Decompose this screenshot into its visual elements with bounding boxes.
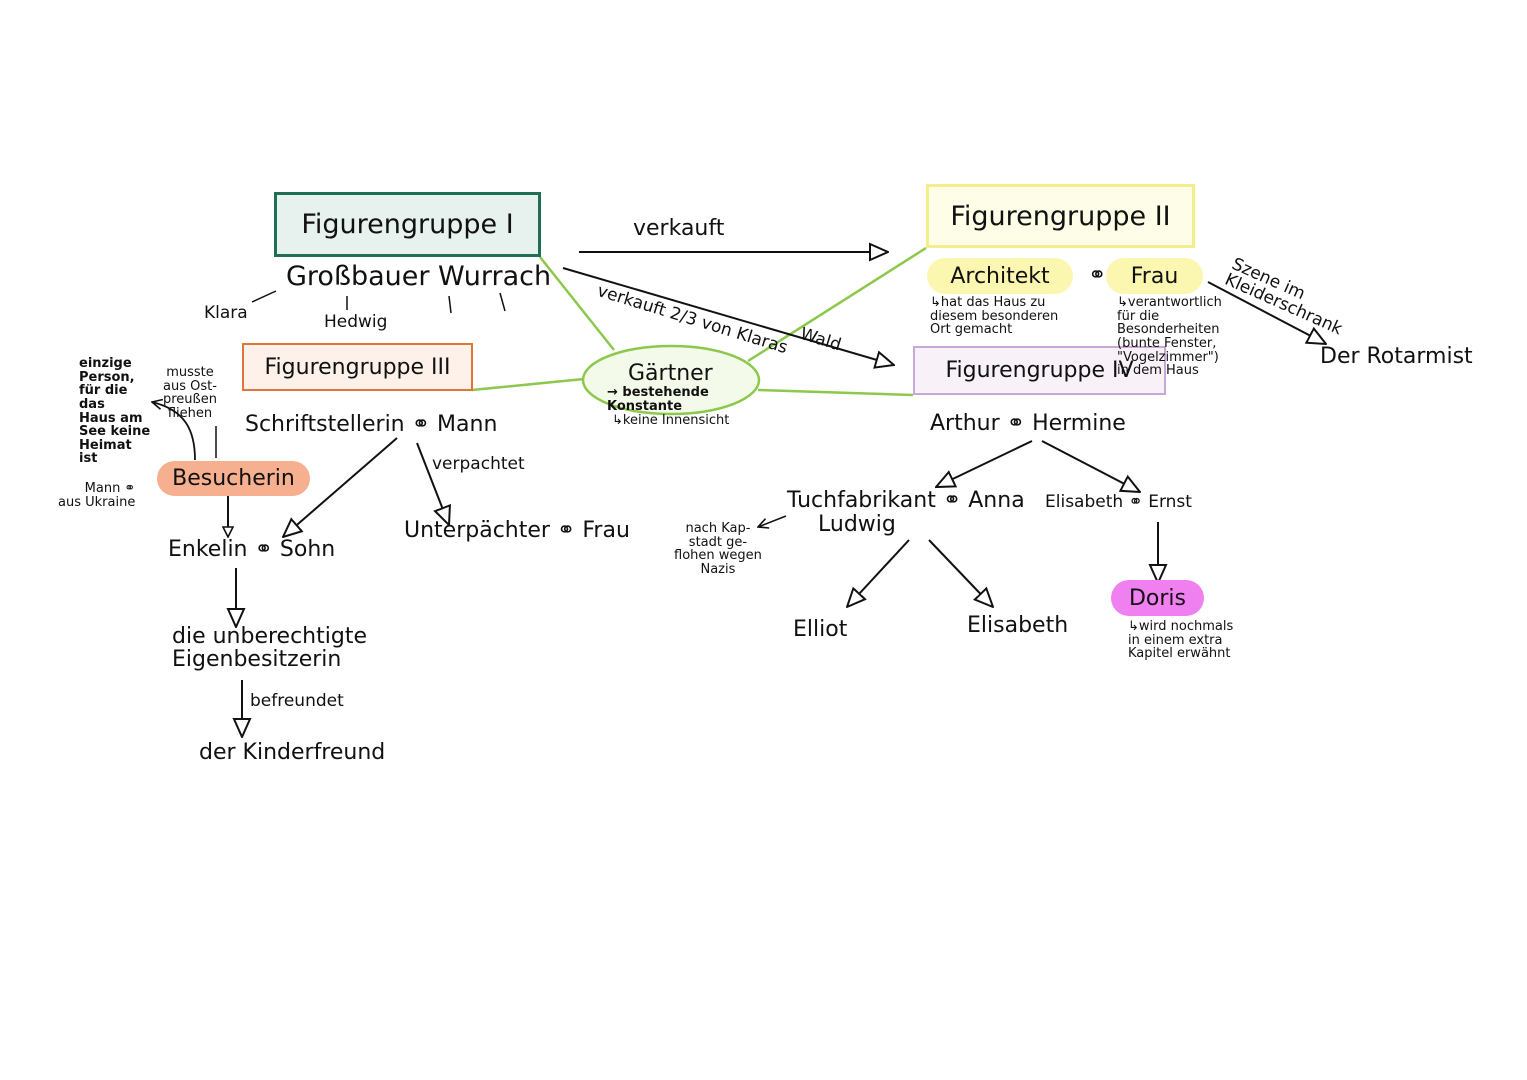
group-2-box: Figurengruppe II	[926, 184, 1195, 248]
frau-label: Frau	[1130, 263, 1179, 289]
tick-2	[499, 292, 506, 312]
enkelin-sohn: Enkelin ⚭ Sohn	[168, 537, 336, 562]
frau-highlight: Frau	[1106, 258, 1203, 294]
tick-1	[448, 295, 452, 314]
group-1-title: Figurengruppe I	[301, 209, 514, 240]
gaertner-title: Gärtner	[628, 361, 713, 386]
architekt-label: Architekt	[950, 263, 1050, 289]
doris-label: Doris	[1128, 585, 1187, 611]
ludwig-elisabeth-arrow	[928, 539, 993, 607]
group-1-box: Figurengruppe I	[274, 192, 541, 257]
verkauft-wald-arrow	[562, 267, 894, 365]
kinderfreund-label: der Kinderfreund	[199, 740, 386, 765]
arthur-elisabeth-arrow	[1041, 440, 1140, 492]
elisabeth-ernst: Elisabeth ⚭ Ernst	[1045, 492, 1192, 512]
ludwig-elliot-arrow	[847, 539, 910, 607]
gaertner-node	[581, 344, 761, 416]
architekt-note: ↳hat das Haus zu diesem besonderen Ort g…	[930, 295, 1059, 338]
unterpaechter-frau: Unterpächter ⚭ Frau	[404, 518, 630, 543]
elliot-label: Elliot	[793, 617, 848, 642]
rotarmist-label: Der Rotarmist	[1320, 344, 1473, 369]
tuchfabrikant-anna: Tuchfabrikant ⚭ Anna	[787, 488, 1025, 513]
befreundet-label: befreundet	[250, 691, 344, 711]
marriage-symbol-g2: ⚭	[1088, 263, 1107, 288]
besucherin-highlight: Besucherin	[157, 461, 310, 496]
g2-gaertner-line	[747, 246, 927, 363]
ludwig-label: Ludwig	[818, 512, 896, 537]
einzige-person-note: einzige Person, für die das Haus am See …	[79, 356, 151, 467]
besucherin-label: Besucherin	[172, 466, 295, 491]
verkauft-label: verkauft	[633, 216, 725, 241]
grossbauer-wurrach: Großbauer Wurrach	[286, 261, 552, 292]
schriftstellerin-mann: Schriftstellerin ⚭ Mann	[245, 412, 498, 437]
architekt-highlight: Architekt	[927, 258, 1073, 294]
kapstadt-note: nach Kap- stadt ge- flohen wegen Nazis	[674, 521, 762, 577]
verpachtet-arrow	[416, 442, 449, 525]
eigenbesitzerin-label: die unberechtigte Eigenbesitzerin	[172, 624, 367, 673]
gaertner-note: ↳keine Innensicht	[612, 413, 730, 428]
g3-gaertner-line	[471, 377, 585, 392]
doris-highlight: Doris	[1111, 580, 1204, 616]
elisabeth-child-label: Elisabeth	[967, 613, 1069, 638]
doris-note: ↳wird nochmals in einem extra Kapitel er…	[1128, 619, 1234, 662]
hedwig-label: Hedwig	[324, 312, 388, 332]
group-4-title: Figurengruppe IV	[945, 358, 1134, 383]
arthur-tuchfabrikant-arrow	[936, 440, 1033, 487]
klara-label: Klara	[204, 303, 248, 323]
group-3-box: Figurengruppe III	[242, 343, 473, 391]
arthur-hermine: Arthur ⚭ Hermine	[930, 411, 1126, 436]
group-4-box: Figurengruppe IV	[913, 346, 1166, 395]
frau-rotarmist-arrow	[1207, 281, 1326, 344]
group-2-title: Figurengruppe II	[950, 200, 1171, 232]
group-3-title: Figurengruppe III	[264, 354, 451, 380]
g4-gaertner-line	[757, 388, 914, 397]
verpachtet-label: verpachtet	[432, 454, 525, 474]
besucherin-note-arrow	[152, 402, 196, 461]
frau-note: ↳verantwortlich für die Besonderheiten (…	[1117, 295, 1222, 379]
musste-fliehen-note: musste aus Ost- preußen fliehen	[163, 365, 217, 421]
schriftstellerin-enkelin-arrow	[283, 437, 398, 537]
klara-link	[251, 290, 277, 303]
g1-gaertner-line	[539, 256, 615, 351]
gaertner-sub: → bestehende Konstante	[607, 385, 709, 414]
kapstadt-arrow	[758, 515, 787, 527]
mann-ukraine-note: Mann ⚭ aus Ukraine	[58, 481, 136, 510]
